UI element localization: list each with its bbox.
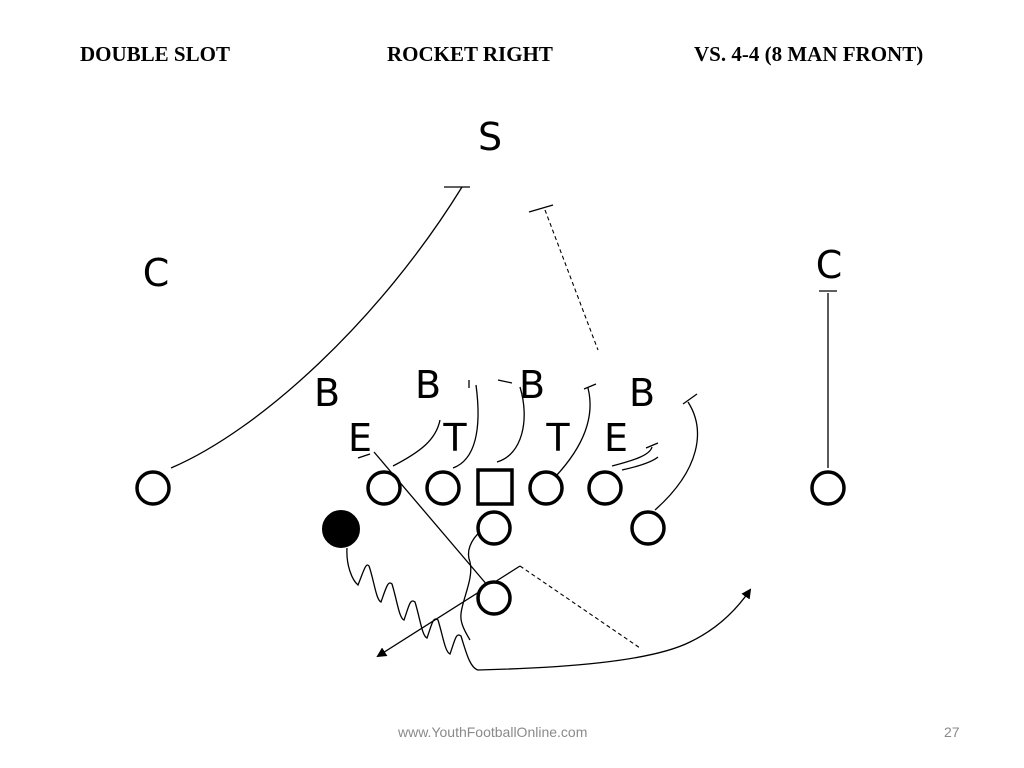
block-tick-3	[583, 383, 597, 390]
right-guard-block	[555, 387, 591, 477]
right-corner-label: C	[816, 243, 843, 287]
right-tackle	[587, 470, 623, 506]
left-corner-label: C	[143, 251, 170, 295]
dashed-path-bottom	[519, 565, 641, 649]
center	[476, 468, 514, 506]
fullback	[476, 580, 512, 616]
wingback-block	[654, 401, 699, 511]
center-block	[496, 386, 525, 463]
backer-label-2: B	[415, 363, 441, 407]
right-tackle-block-2	[621, 456, 659, 471]
ball-carrier	[322, 510, 360, 548]
block-tick-4	[645, 442, 659, 449]
website-footer: www.YouthFootballOnline.com	[398, 724, 588, 740]
end-label-left: E	[348, 416, 372, 460]
left-guard-block	[452, 384, 479, 469]
backer-label-4: B	[629, 371, 655, 415]
dashed-path-top	[544, 209, 599, 351]
block-tick-5	[682, 393, 698, 405]
formation-title: DOUBLE SLOT	[80, 42, 230, 66]
defense-title: VS. 4-4 (8 MAN FRONT)	[694, 42, 924, 66]
backer-label-1: B	[314, 371, 340, 415]
right-tackle-block	[611, 446, 653, 467]
left-split-end	[135, 470, 171, 506]
right-wingback	[630, 510, 666, 546]
tailback-path	[460, 529, 483, 641]
play-title: ROCKET RIGHT	[387, 42, 553, 66]
tackle-label-right: T	[545, 416, 570, 460]
page-number: 27	[944, 724, 960, 740]
left-guard	[425, 470, 461, 506]
left-split-end-route	[170, 186, 463, 469]
right-guard	[528, 470, 564, 506]
block-tick-2	[497, 379, 513, 384]
quarterback	[476, 510, 512, 546]
ball-carrier-rocket-path	[346, 547, 752, 671]
left-tackle	[366, 470, 402, 506]
block-tick-6	[357, 453, 371, 459]
right-split-end	[810, 470, 846, 506]
block-mark-safety-2	[528, 204, 554, 213]
safety-label: S	[478, 115, 502, 159]
end-label-right: E	[604, 416, 628, 460]
tackle-label-left: T	[442, 416, 467, 460]
left-tackle-block	[392, 419, 441, 467]
